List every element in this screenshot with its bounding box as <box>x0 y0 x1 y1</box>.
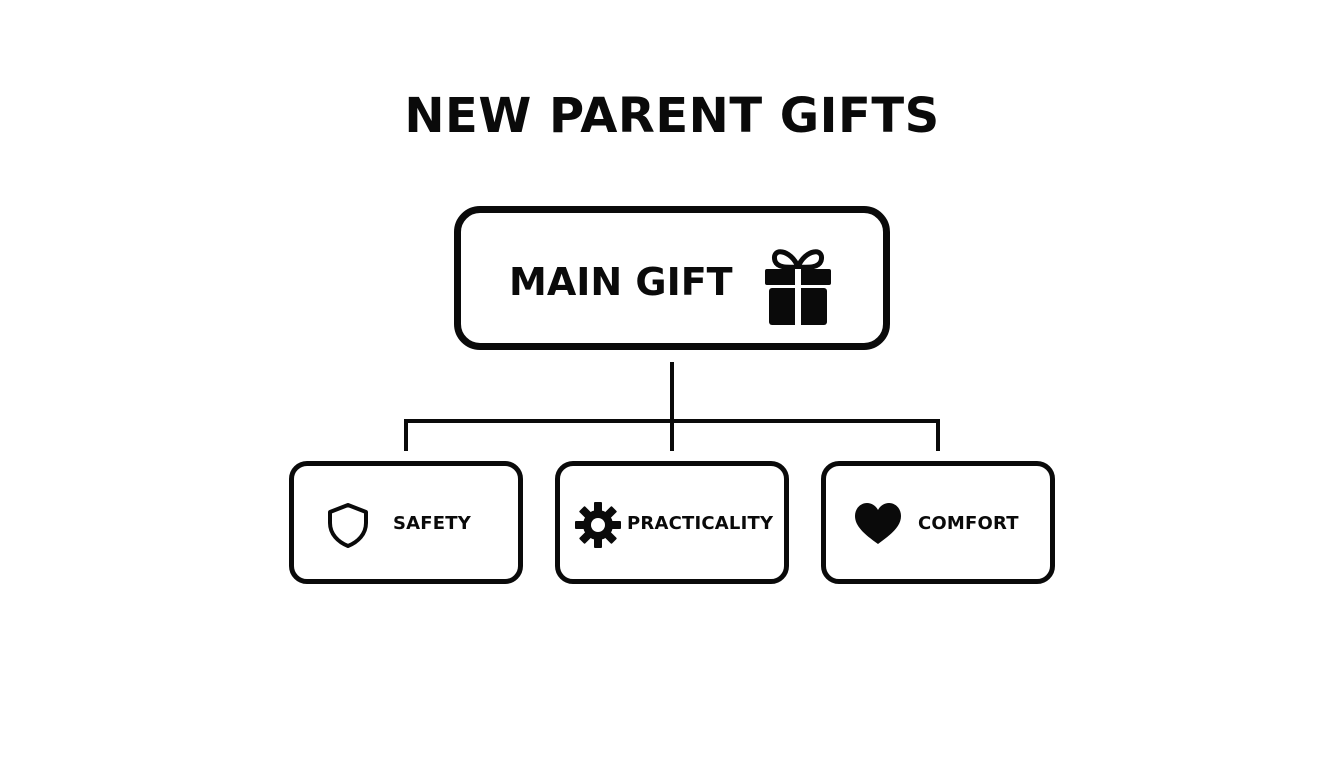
practicality-label: PRACTICALITY <box>627 513 774 534</box>
comfort-node: COMFORT <box>821 461 1055 584</box>
safety-node: SAFETY <box>289 461 523 584</box>
practicality-node: PRACTICALITY <box>555 461 789 584</box>
diagram-title: NEW PARENT GIFTS <box>404 88 940 144</box>
shield-icon <box>328 503 368 548</box>
main-gift-node: MAIN GIFT <box>454 206 890 350</box>
heart-icon <box>855 503 901 544</box>
comfort-label: COMFORT <box>918 513 1019 534</box>
gear-icon <box>575 502 621 548</box>
gift-icon <box>765 249 831 325</box>
main-gift-label: MAIN GIFT <box>509 260 733 304</box>
safety-label: SAFETY <box>393 513 471 534</box>
